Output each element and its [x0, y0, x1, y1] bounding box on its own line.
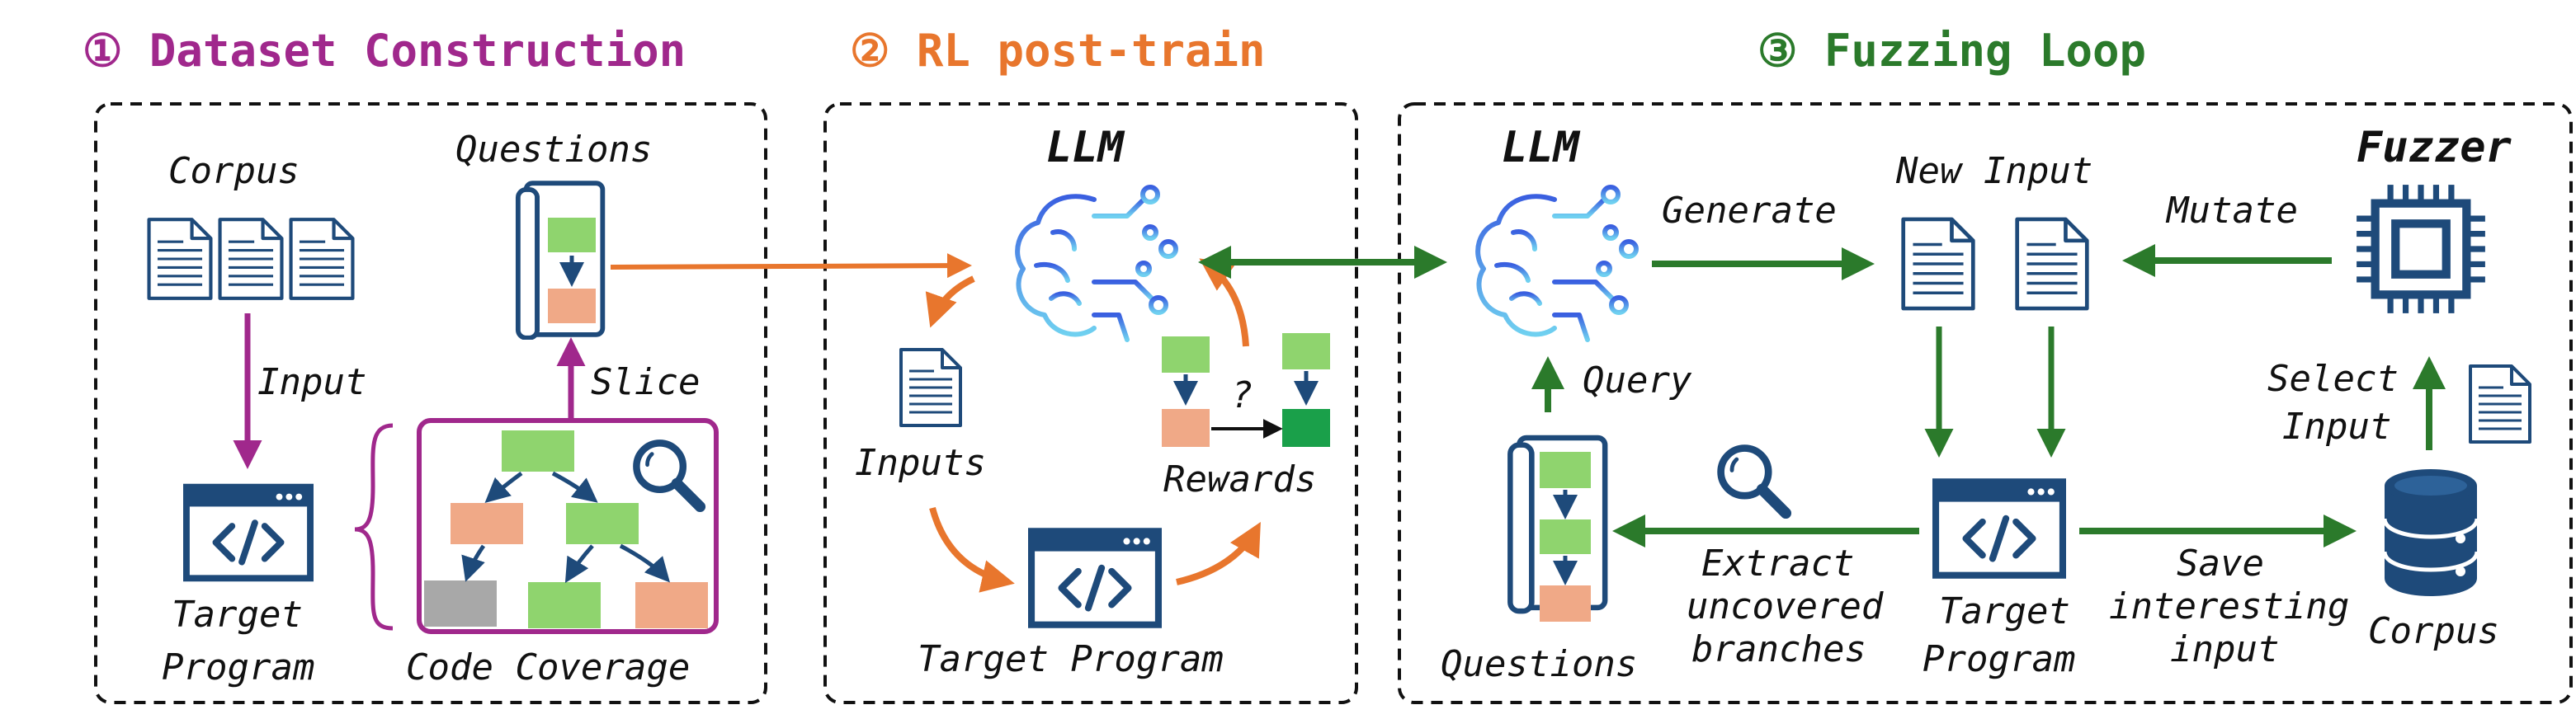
fuzz-target-label-line1: Target — [1939, 590, 2070, 632]
fuzz-questions-book-icon — [1510, 438, 1605, 622]
fuzz-target-label-line2: Program — [1923, 638, 2075, 680]
new-input-label: New Input — [1895, 150, 2092, 192]
corpus-docs-icon — [149, 219, 353, 298]
extract-label-line1: Extract — [1701, 543, 1854, 585]
input-label: Input — [257, 361, 366, 403]
section-title-dataset-construction: ① Dataset Construction — [83, 25, 686, 77]
section-title-rl-post-train: ② RL post-train — [850, 25, 1266, 77]
questions-label: Questions — [455, 129, 652, 171]
panel-fuzzing-loop — [1398, 102, 2573, 704]
rl-llm-label: LLM — [1046, 123, 1125, 172]
code-coverage-label: Code Coverage — [406, 646, 690, 688]
program-to-rewards-arrow — [1176, 522, 1261, 585]
coverage-brace — [354, 423, 394, 631]
rewards-to-llm-arrow — [1199, 258, 1249, 347]
extract-magnifier-icon — [1721, 449, 1786, 514]
questions-to-llm-arrow — [610, 253, 972, 279]
corpus-label: Corpus — [168, 150, 300, 192]
fuzzer-chip-icon — [2357, 185, 2485, 313]
slice-label: Slice — [591, 361, 700, 403]
fuzzer-label: Fuzzer — [2357, 123, 2512, 172]
rl-llm-brain-icon — [1017, 187, 1176, 340]
inputs-doc-icon — [899, 348, 962, 427]
target-label-line2: Program — [162, 646, 314, 688]
rl-target-program-label: Target Program — [918, 638, 1224, 680]
rl-target-program-icon — [1031, 531, 1158, 624]
save-label-line1: Save — [2177, 543, 2264, 585]
section-title-fuzzing-loop: ③ Fuzzing Loop — [1757, 25, 2146, 77]
fuzz-target-program-icon — [1936, 482, 2063, 575]
target-label-line1: Target — [172, 594, 303, 636]
rewards-question-mark: ? — [1231, 374, 1253, 416]
llm-to-inputs-arrow — [925, 275, 975, 328]
extract-label-line2: uncovered — [1687, 585, 1884, 627]
target-program-icon — [186, 487, 310, 579]
save-label-line2: interesting — [2109, 585, 2349, 627]
corpus-database-icon — [2385, 469, 2477, 596]
fuzz-questions-label: Questions — [1441, 643, 1637, 685]
fuzz-corpus-label: Corpus — [2368, 610, 2499, 652]
query-label: Query — [1583, 360, 1692, 402]
mutate-label: Mutate — [2165, 190, 2298, 232]
rewards-label: Rewards — [1163, 458, 1316, 500]
inputs-to-program-arrow — [929, 506, 1015, 593]
inputs-label: Inputs — [855, 442, 986, 484]
select-label-line2: Input — [2282, 406, 2391, 448]
generate-label: Generate — [1662, 190, 1837, 232]
rewards-graph-icon — [1162, 333, 1330, 447]
select-input-doc-icon — [2469, 364, 2531, 444]
panel-rl-post-train — [823, 102, 1358, 704]
select-label-line1: Select — [2267, 358, 2399, 400]
fuzz-llm-brain-icon — [1478, 187, 1636, 340]
save-label-line3: input — [2170, 628, 2279, 670]
new-input-doc-2 — [2017, 219, 2088, 308]
code-coverage-graph — [417, 418, 719, 634]
fuzz-llm-label: LLM — [1502, 123, 1581, 172]
questions-book-icon — [518, 183, 602, 338]
extract-label-line3: branches — [1691, 628, 1866, 670]
new-input-doc-1 — [1904, 219, 1974, 308]
panel-dataset-construction — [94, 102, 767, 704]
